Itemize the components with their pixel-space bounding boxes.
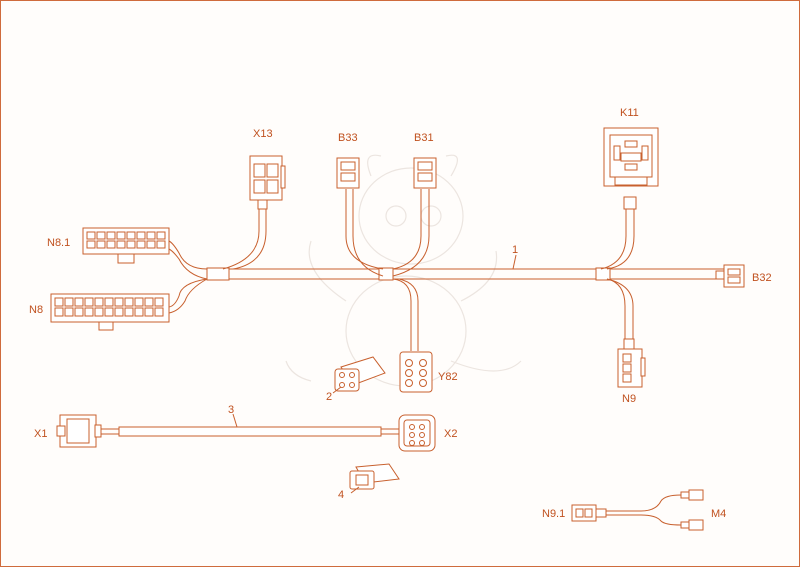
label-b33: B33 (338, 132, 358, 144)
pin-cavity (84, 307, 94, 317)
pin-cavity (136, 240, 146, 249)
pin-cavity (146, 231, 156, 240)
label-b32: B32 (752, 272, 772, 284)
sleeve-clip-center (378, 267, 394, 281)
label-item-1: 1 (512, 244, 518, 256)
adapter-n9-1-m4 (571, 489, 704, 531)
pin-cavity (104, 297, 114, 307)
label-item-4: 4 (338, 489, 344, 501)
connector-x13 (249, 155, 286, 201)
pin-cavity (94, 307, 104, 317)
pin-cavity (144, 297, 154, 307)
label-b31: B31 (414, 132, 434, 144)
pin-cavity (146, 240, 156, 249)
pin-cavity (126, 231, 136, 240)
sleeve-clip-left (206, 267, 230, 281)
part-4-plug (349, 463, 400, 494)
pin-cavity (74, 297, 84, 307)
label-m4: M4 (711, 508, 726, 520)
pin-cavity (96, 231, 106, 240)
pin-cavity (116, 231, 126, 240)
label-n9-1: N9.1 (542, 508, 565, 520)
cable-item-3 (96, 426, 399, 437)
connector-n8-1 (82, 227, 170, 264)
pin-cavity (64, 297, 74, 307)
sleeve-clip-right (595, 267, 611, 281)
pin-cavity (106, 240, 116, 249)
label-n8: N8 (29, 304, 43, 316)
pin-cavity (74, 307, 84, 317)
part-2-plug (332, 356, 386, 394)
pin-cavity (134, 307, 144, 317)
pin-cavity (94, 297, 104, 307)
label-n8-1: N8.1 (47, 237, 70, 249)
pin-cavity (106, 231, 116, 240)
watermark-dragon (285, 154, 522, 387)
pin-cavity (156, 231, 166, 240)
label-item-3: 3 (228, 404, 234, 416)
pin-cavity (154, 297, 164, 307)
leader-item-1 (512, 254, 517, 270)
pin-cavity (86, 231, 96, 240)
label-n9: N9 (622, 393, 636, 405)
pin-cavity (96, 240, 106, 249)
pin-cavity (54, 297, 64, 307)
pin-cavity (154, 307, 164, 317)
pin-cavity (86, 240, 96, 249)
pin-cavity (54, 307, 64, 317)
pin-cavity (64, 307, 74, 317)
pin-cavity (84, 297, 94, 307)
label-x1: X1 (34, 428, 47, 440)
label-k11: K11 (620, 107, 639, 119)
connector-x1 (56, 414, 102, 448)
pin-cavity (134, 297, 144, 307)
pin-cavity (156, 240, 166, 249)
pin-cavity (114, 307, 124, 317)
label-x2: X2 (444, 428, 457, 440)
connector-b32 (723, 264, 745, 288)
connector-b33 (336, 157, 360, 189)
leader-item-3 (232, 413, 238, 428)
connector-x2 (398, 414, 436, 452)
main-harness (168, 189, 726, 351)
pin-cavity (104, 307, 114, 317)
pin-cavity (124, 307, 134, 317)
pin-cavity (116, 240, 126, 249)
connector-n9 (617, 348, 646, 388)
connector-b31 (413, 157, 437, 189)
pin-cavity (126, 240, 136, 249)
connector-y82 (399, 351, 433, 393)
pin-cavity (144, 307, 154, 317)
connector-n8 (50, 293, 170, 331)
relay-k11 (603, 127, 659, 187)
label-x13: X13 (253, 128, 273, 140)
label-y82: Y82 (438, 371, 458, 383)
pin-cavity (136, 231, 146, 240)
pin-cavity (114, 297, 124, 307)
pin-cavity (124, 297, 134, 307)
label-item-2: 2 (326, 391, 332, 403)
